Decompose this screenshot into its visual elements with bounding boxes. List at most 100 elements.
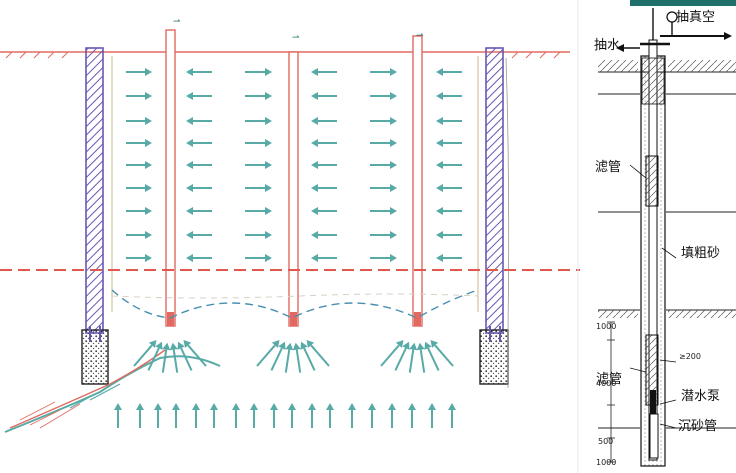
dim-1000-bottom: 1000	[596, 458, 616, 467]
flow-arrow	[126, 231, 152, 239]
ground-hatch-right	[511, 51, 561, 59]
flow-arrow	[436, 92, 462, 100]
pit-schematic: ⇀ ⇀ ⇀	[0, 17, 580, 433]
drawdown-curve	[111, 289, 479, 319]
flow-arrow	[186, 184, 212, 192]
flow-arrow	[245, 92, 272, 100]
vacuum-label: 抽真空	[676, 10, 715, 25]
flow-arrow-radial	[424, 341, 440, 371]
coarse-sand-label: 填粗砂	[681, 246, 720, 261]
flow-arrow-upward	[368, 403, 376, 428]
flow-arrow	[126, 254, 152, 262]
flow-arrow	[370, 139, 397, 147]
flow-arrow	[245, 139, 272, 147]
flow-arrow	[245, 68, 272, 76]
retaining-wall-left	[85, 47, 104, 334]
flow-arrow	[370, 92, 397, 100]
flow-arrow	[126, 92, 152, 100]
flow-arrow-upward	[288, 403, 296, 428]
flow-arrow	[370, 231, 397, 239]
flow-arrow-upward	[114, 403, 122, 428]
sand-settling-tube-label: 沉砂管	[678, 419, 717, 434]
flow-arrow	[370, 68, 397, 76]
flow-arrow	[126, 139, 152, 147]
flow-arrow	[186, 139, 212, 147]
flow-arrow	[186, 92, 212, 100]
flow-arrow	[245, 254, 272, 262]
flow-arrow	[186, 231, 212, 239]
flow-arrow	[186, 254, 212, 262]
flow-arrow	[311, 184, 337, 192]
flow-arrow	[311, 139, 337, 147]
flow-arrow	[370, 207, 397, 215]
flow-arrow-radial	[300, 341, 316, 371]
flow-arrow	[186, 117, 212, 125]
flow-arrow	[126, 161, 152, 169]
dim-4000: 4000	[596, 379, 616, 388]
well-point-1: ⇀	[165, 17, 181, 327]
flow-arrow	[370, 117, 397, 125]
ground-hatch-left	[5, 51, 69, 59]
flow-arrow-radial	[133, 340, 157, 367]
flow-arrow-upward	[136, 403, 144, 428]
flow-arrow	[245, 117, 272, 125]
flow-arrow-radial	[408, 342, 418, 373]
flow-arrow-upward	[232, 403, 240, 428]
flow-arrow	[311, 92, 337, 100]
flow-arrow	[186, 68, 212, 76]
diameter-note: ≥200	[679, 352, 701, 361]
flow-arrow-upward	[448, 403, 456, 428]
flow-arrow	[436, 231, 462, 239]
flow-arrow-radial	[284, 342, 294, 373]
submersible-pump-body	[650, 390, 656, 414]
flow-arrow-upward	[172, 403, 180, 428]
flow-arrow	[370, 254, 397, 262]
flow-arrow-radial	[306, 340, 330, 367]
flow-arrow	[436, 207, 462, 215]
flow-arrow-radial	[430, 340, 454, 367]
flow-arrow-radial	[169, 342, 179, 373]
flow-arrow-radial	[256, 340, 280, 367]
flow-arrow	[436, 161, 462, 169]
flow-arrow-radial	[270, 341, 286, 371]
seepage-flow-arrows	[114, 68, 462, 428]
wall-footing-right	[479, 329, 509, 385]
flow-arrow-upward	[428, 403, 436, 428]
flow-arrow-upward	[192, 403, 200, 428]
flow-arrow-radial	[177, 341, 193, 371]
flow-arrow-upward	[388, 403, 396, 428]
flow-arrow	[186, 161, 212, 169]
flow-arrow-upward	[308, 403, 316, 428]
upper-filter-tube	[645, 155, 659, 207]
flow-arrow	[436, 139, 462, 147]
flow-arrow	[436, 117, 462, 125]
flow-arrow	[126, 117, 152, 125]
flow-arrow	[370, 184, 397, 192]
svg-text:⇀: ⇀	[416, 31, 424, 41]
flow-arrow-radial	[380, 340, 404, 367]
flow-arrow	[245, 207, 272, 215]
flow-arrow-upward	[408, 403, 416, 428]
flow-arrow-upward	[348, 403, 356, 428]
well-section-detail: 抽真空 抽水 滤管 填粗砂 滤管 潜水泵 沉砂管 1000 4000 500 1…	[594, 8, 736, 467]
flow-arrow	[126, 68, 152, 76]
flow-arrow-upward	[326, 403, 334, 428]
well-point-2: ⇀	[288, 33, 300, 327]
pump-water-label: 抽水	[594, 38, 620, 53]
wall-footing-left	[81, 329, 109, 385]
dim-1000-top: 1000	[596, 322, 616, 331]
svg-text:⇀: ⇀	[292, 33, 300, 43]
flow-arrow	[311, 207, 337, 215]
flow-arrow	[370, 161, 397, 169]
flow-arrow	[245, 161, 272, 169]
flow-arrow	[126, 184, 152, 192]
flow-arrow	[186, 207, 212, 215]
flow-arrow	[311, 231, 337, 239]
flow-arrow-radial	[292, 342, 302, 373]
flow-arrow-radial	[394, 341, 410, 371]
flow-arrow	[245, 231, 272, 239]
filter-tube-lower-label: 滤管	[596, 372, 622, 387]
retaining-wall-right	[485, 47, 504, 334]
flow-arrow-radial	[147, 341, 163, 371]
